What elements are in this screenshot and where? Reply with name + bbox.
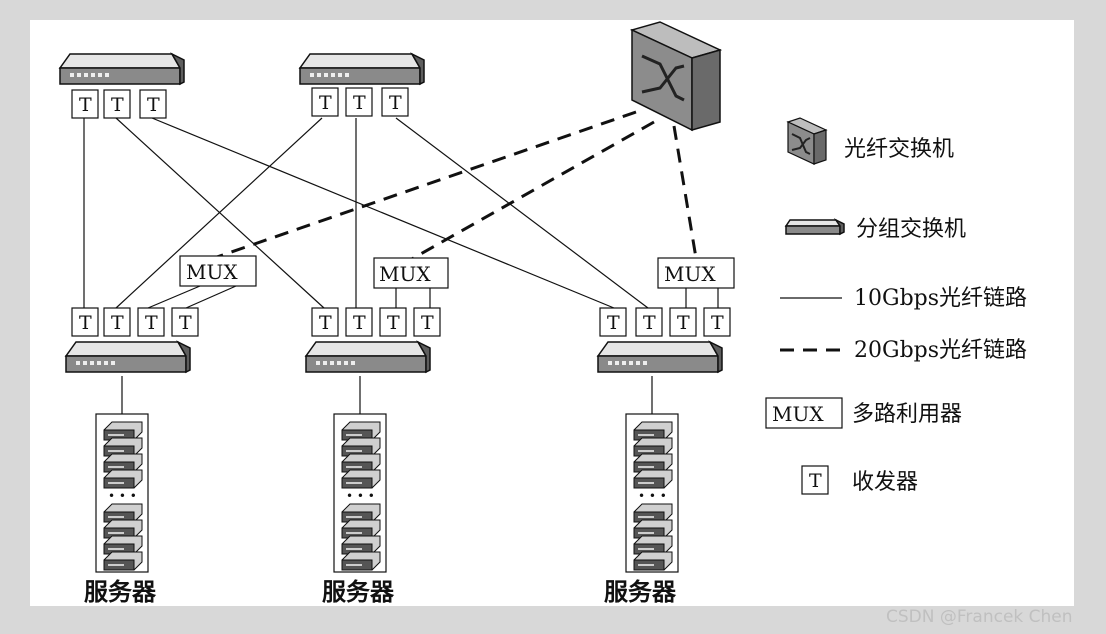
top-transceivers-1: T T T: [71, 89, 167, 119]
legend-optical-switch: 光纤交换机: [844, 137, 954, 162]
svg-text:T: T: [319, 312, 332, 334]
server-rack-3: • • •: [625, 413, 679, 573]
svg-text:T: T: [677, 312, 690, 334]
packet-switch-bottom-3: [597, 341, 723, 373]
legend-transceiver-box: T: [809, 470, 822, 492]
svg-text:T: T: [643, 312, 656, 334]
legend-mux: 多路利用器: [852, 402, 962, 427]
svg-text:MUX: MUX: [186, 260, 238, 284]
svg-text:T: T: [79, 312, 92, 334]
transceiver-label: T: [353, 92, 366, 114]
bottom-transceivers-1: T T T T: [71, 307, 199, 337]
legend-transceiver: 收发器: [852, 470, 918, 495]
svg-text:T: T: [179, 312, 192, 334]
packet-switch-bottom-1: [65, 341, 191, 373]
server-label-1: 服务器: [84, 578, 157, 606]
legend-packet-switch-icon: [784, 218, 845, 236]
optical-switch: [629, 21, 723, 132]
top-transceivers-2: T T T: [311, 87, 409, 117]
mux-3: MUX: [657, 257, 735, 289]
ellipsis-dots: • • •: [108, 489, 137, 503]
mux-2: MUX: [373, 257, 449, 289]
bottom-transceivers-2: T T T T: [311, 307, 441, 337]
legend-mux-box: MUX: [772, 402, 824, 426]
transceiver-label: T: [319, 92, 332, 114]
server-rack-2: • • •: [333, 413, 387, 573]
bottom-transceivers-3: T T T T: [599, 307, 731, 337]
packet-switch-top-2: [299, 53, 425, 85]
mux-1: MUX: [179, 255, 257, 287]
watermark: CSDN @Francek Chen: [886, 607, 1073, 627]
svg-text:T: T: [387, 312, 400, 334]
legend-20g-link: 20Gbps光纤链路: [854, 338, 1027, 363]
legend-optical-switch-icon: [786, 117, 828, 165]
transceiver-label: T: [147, 94, 160, 116]
packet-switch-top-1: [59, 53, 185, 85]
svg-text:T: T: [711, 312, 724, 334]
legend-10g-link: 10Gbps光纤链路: [854, 286, 1027, 311]
ellipsis-dots: • • •: [638, 489, 667, 503]
svg-text:MUX: MUX: [379, 262, 431, 286]
svg-text:T: T: [145, 312, 158, 334]
transceiver-label: T: [389, 92, 402, 114]
svg-text:T: T: [607, 312, 620, 334]
links-10g: [83, 117, 719, 414]
transceiver-label: T: [111, 94, 124, 116]
legend: 光纤交换机 分组交换机 10Gbps光纤链路 20Gbps光纤链路 MUX 多路…: [765, 117, 1027, 495]
svg-text:T: T: [353, 312, 366, 334]
legend-packet-switch: 分组交换机: [856, 217, 966, 242]
server-label-2: 服务器: [322, 578, 395, 606]
server-rack-1: • • •: [95, 413, 149, 573]
ellipsis-dots: • • •: [346, 489, 375, 503]
svg-text:MUX: MUX: [664, 262, 716, 286]
svg-text:T: T: [111, 312, 124, 334]
transceiver-label: T: [79, 94, 92, 116]
links-20g: [213, 110, 698, 262]
server-label-3: 服务器: [604, 578, 677, 606]
packet-switch-bottom-2: [305, 341, 431, 373]
svg-text:T: T: [421, 312, 434, 334]
